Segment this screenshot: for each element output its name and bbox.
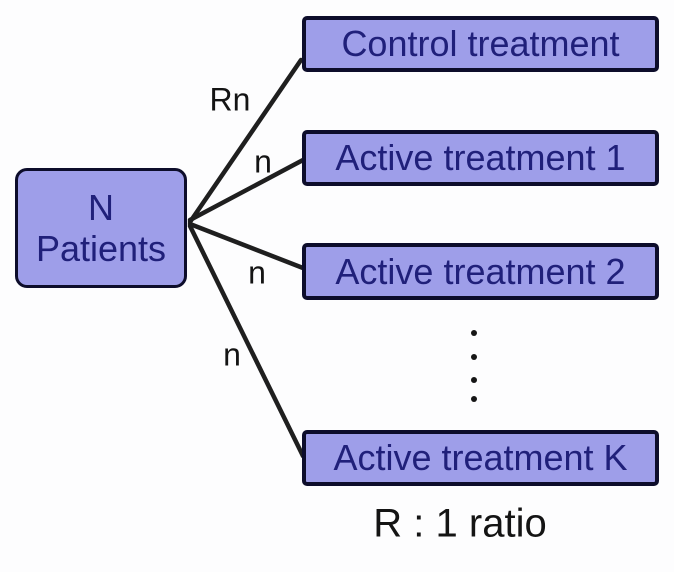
edge-line-active-1 (187, 157, 306, 223)
edge-label-n-1: n (254, 143, 272, 180)
node-n-patients-line1: N (88, 186, 114, 228)
ellipsis-dot (471, 330, 477, 336)
node-active-treatment-2: Active treatment 2 (302, 243, 659, 300)
node-active-treatment-k: Active treatment K (302, 430, 659, 486)
node-active-treatment-2-label: Active treatment 2 (335, 250, 626, 292)
ellipsis-dot (471, 354, 477, 360)
node-active-treatment-1-label: Active treatment 1 (335, 137, 626, 179)
ellipsis-dot (471, 377, 477, 383)
edge-line-active-2 (187, 221, 306, 271)
ellipsis-dot (471, 396, 477, 402)
edge-label-n-k: n (223, 336, 241, 373)
node-n-patients-line2: Patients (35, 228, 167, 269)
node-control-treatment-label: Control treatment (341, 23, 620, 65)
node-active-treatment-1: Active treatment 1 (302, 130, 659, 186)
edge-label-n-2: n (248, 254, 266, 291)
node-n-patients: N Patients (15, 168, 187, 288)
node-active-treatment-k-label: Active treatment K (333, 437, 628, 479)
edge-label-rn: Rn (209, 81, 251, 118)
ratio-caption: R : 1 ratio (373, 501, 547, 546)
node-control-treatment: Control treatment (302, 16, 659, 72)
edge-line-control (187, 57, 304, 225)
edge-line-active-k (187, 223, 306, 459)
ellipsis-dots (470, 330, 478, 406)
